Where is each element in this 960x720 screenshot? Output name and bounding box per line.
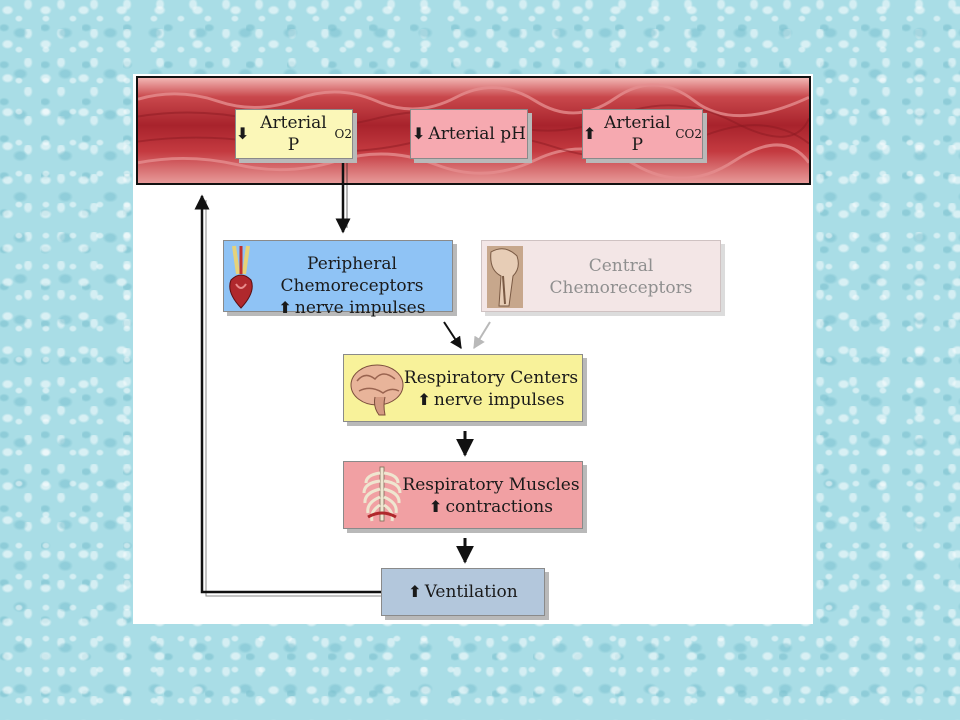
peripheral-detail: nerve impulses xyxy=(294,298,426,318)
ribcage-icon xyxy=(362,466,402,522)
arterial-pco2-subscript: CO2 xyxy=(675,127,702,141)
arterial-po2-subscript: O2 xyxy=(334,127,352,141)
arrow-down-icon: ⬇ xyxy=(236,124,250,143)
central-title: Central Chemoreceptors xyxy=(549,256,693,298)
arterial-po2-box: ⬇ Arterial P O2 xyxy=(235,109,353,159)
arrow-down-icon: ⬇ xyxy=(412,124,426,143)
muscles-title: Respiratory Muscles xyxy=(402,475,580,495)
muscles-detail: contractions xyxy=(445,497,553,517)
arterial-pco2-box: ⬆ Arterial P CO2 xyxy=(582,109,703,159)
arrow-up-icon: ⬆ xyxy=(429,497,443,516)
arterial-po2-label: Arterial P xyxy=(260,113,327,155)
arrow-up-icon: ⬆ xyxy=(278,298,292,317)
central-chemoreceptors-box: Central Chemoreceptors xyxy=(481,240,721,312)
brain-icon xyxy=(350,364,404,416)
carotid-heart-icon xyxy=(229,245,253,309)
arrow-central-to-centers xyxy=(473,321,491,350)
brainstem-icon xyxy=(487,246,523,308)
respiratory-muscles-box: Respiratory Muscles ⬆ contractions xyxy=(343,461,583,529)
ventilation-title: Ventilation xyxy=(424,582,518,602)
arrow-peripheral-to-centers xyxy=(443,321,462,350)
arrow-up-icon: ⬆ xyxy=(408,582,422,601)
arrow-up-icon: ⬆ xyxy=(417,390,431,409)
arterial-ph-label: Arterial pH xyxy=(428,124,526,144)
peripheral-title: Peripheral Chemoreceptors xyxy=(280,254,424,296)
centers-title: Respiratory Centers xyxy=(403,368,579,388)
arrow-po2-to-peripheral xyxy=(335,163,351,234)
arterial-pco2-label: Arterial P xyxy=(604,113,671,155)
peripheral-chemoreceptors-box: Peripheral Chemoreceptors ⬆ nerve impuls… xyxy=(223,240,453,318)
respiratory-centers-box: Respiratory Centers ⬆ nerve impulses xyxy=(343,354,583,422)
arrow-ventilation-feedback xyxy=(194,194,381,594)
ventilation-box: ⬆ Ventilation xyxy=(381,568,545,616)
arrow-up-icon: ⬆ xyxy=(583,124,597,143)
arterial-ph-box: ⬇ Arterial pH xyxy=(410,109,528,159)
centers-detail: nerve impulses xyxy=(433,390,565,410)
